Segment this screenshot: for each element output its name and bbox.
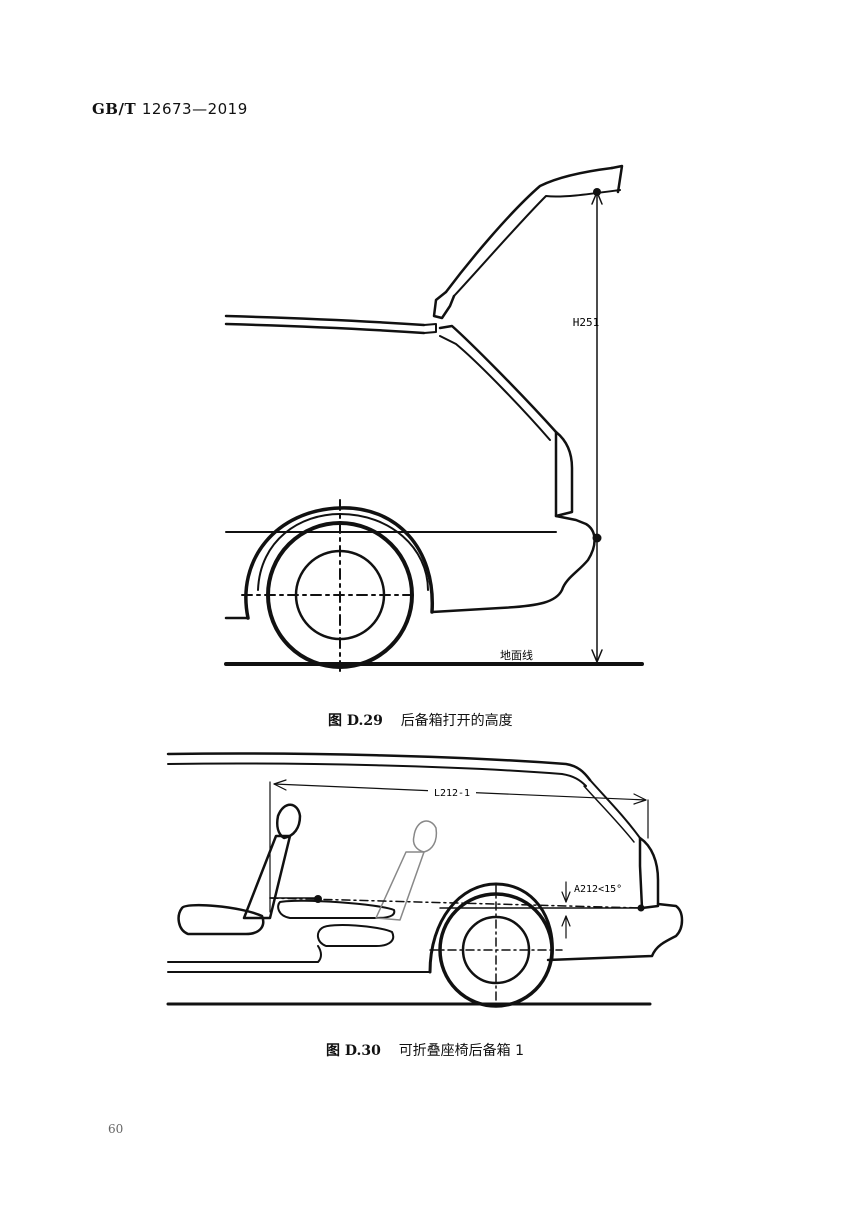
- rear-seat-folded: [277, 899, 396, 919]
- angle-label: A212<15°: [574, 884, 622, 895]
- cargo-floor-line: [269, 897, 643, 909]
- rear-rim-2: [461, 915, 531, 985]
- figure-number: 图 D.29: [328, 713, 383, 729]
- figure-title-2: 可折叠座椅后备箱 1: [398, 1043, 525, 1059]
- tailgate: [638, 836, 660, 910]
- roof-line-2: [166, 752, 592, 782]
- standard-code: GB/T: [92, 100, 137, 118]
- height-label: H251: [573, 316, 600, 329]
- figure-number-2: 图 D.30: [326, 1043, 381, 1059]
- lid-strut: [438, 324, 558, 434]
- document-header: GB/T 12673—2019: [92, 100, 248, 118]
- seat-reference-point: [314, 895, 322, 903]
- rear-seat-cushion: [316, 924, 395, 947]
- roof-line: [224, 314, 426, 327]
- standard-number: 12673—2019: [141, 100, 248, 118]
- figure-trunk-open-height: H251 地面线: [224, 164, 644, 673]
- rear-seat-upright-ghost: [375, 820, 438, 921]
- figure-title: 后备箱打开的高度: [400, 713, 513, 729]
- figure-caption-d29: 图 D.29 后备箱打开的高度: [328, 710, 513, 730]
- wheel-arch-2: [428, 882, 554, 974]
- rear-reference-point: [637, 904, 645, 912]
- figure-caption-d30: 图 D.30 可折叠座椅后备箱 1: [326, 1040, 524, 1060]
- front-seat-cushion: [177, 903, 265, 936]
- page-number: 60: [108, 1122, 124, 1136]
- ground-label: 地面线: [500, 648, 533, 662]
- figure-folding-seat-trunk: L212-1 A212<15°: [166, 752, 684, 1009]
- rear-body: [430, 514, 596, 614]
- lid-outer: [444, 166, 614, 294]
- bottom-reference-point: [592, 533, 602, 543]
- top-reference-point: [593, 188, 601, 196]
- rear-body-2: [546, 902, 684, 962]
- length-label: L212-1: [434, 788, 470, 799]
- front-seat-back: [242, 834, 292, 920]
